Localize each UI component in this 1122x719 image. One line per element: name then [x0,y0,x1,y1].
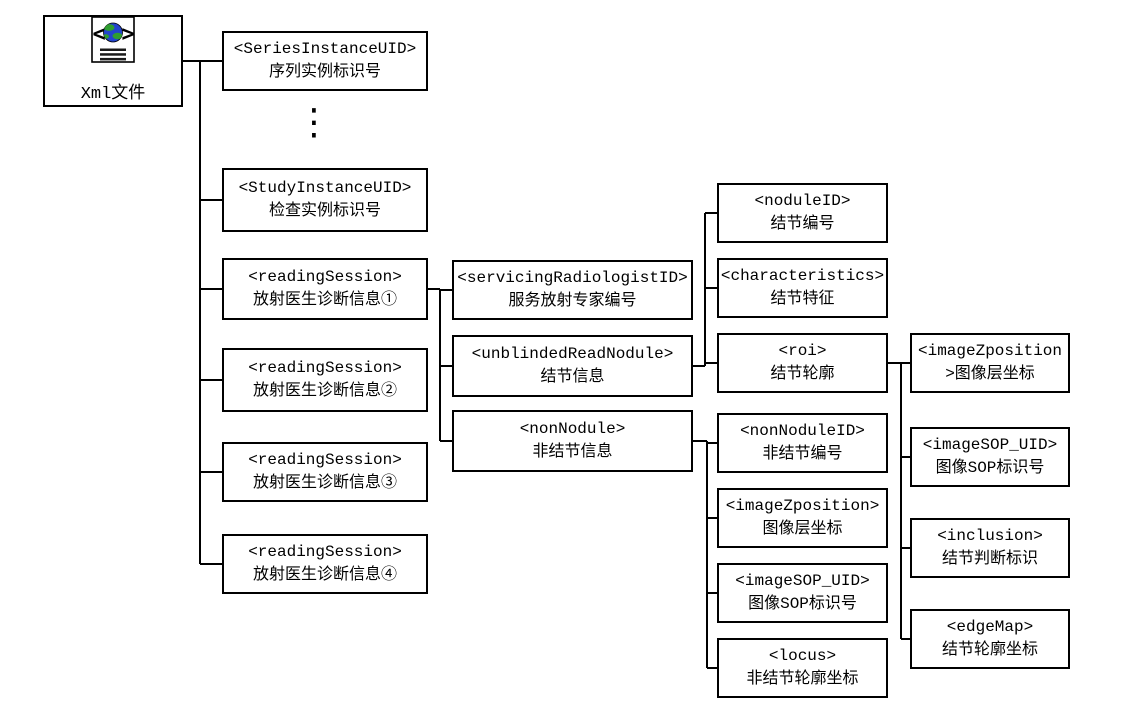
node-desc: 非结节信息 [532,443,613,461]
node-non-image-sop-uid: <imageSOP_UID> 图像SOP标识号 [717,563,888,623]
node-series-instance-uid: <SeriesInstanceUID> 序列实例标识号 [222,31,428,91]
node-tag: <edgeMap> [946,618,1034,636]
node-tag: <StudyInstanceUID> [238,179,412,197]
node-tag: <SeriesInstanceUID> [233,40,417,58]
node-desc: >图像层坐标 [945,365,1035,383]
node-desc: 服务放射专家编号 [508,292,637,310]
node-characteristics: <characteristics> 结节特征 [717,258,888,318]
node-tag: <characteristics> [720,267,885,285]
node-tag: <nonNodule> [519,420,626,438]
xml-file-icon: < > [91,16,135,71]
node-servicing-radiologist-id: <servicingRadiologistID> 服务放射专家编号 [452,260,693,320]
node-desc: 结节轮廓坐标 [941,641,1038,659]
node-tag: <readingSession> [248,268,402,286]
node-tag: <servicingRadiologistID> [457,269,688,287]
node-non-nodule: <nonNodule> 非结节信息 [452,410,693,472]
svg-text:<: < [93,22,106,47]
node-desc: 放射医生诊断信息① [252,291,397,309]
node-desc: 结节特征 [770,290,835,308]
node-tag: <imageZposition> [725,497,880,515]
node-edge-map: <edgeMap> 结节轮廓坐标 [910,609,1070,669]
node-tag: <imageZposition [917,342,1063,360]
node-tag: <unblindedReadNodule> [471,345,674,363]
svg-text:>: > [122,22,135,47]
node-desc: 图像层坐标 [762,520,843,538]
node-tag: <locus> [768,647,837,665]
node-desc: 结节信息 [540,368,605,386]
node-tag: <readingSession> [248,451,402,469]
node-desc: 检查实例标识号 [268,202,381,220]
node-non-nodule-id: <nonNoduleID> 非结节编号 [717,413,888,473]
node-desc: 非结节轮廓坐标 [746,670,859,688]
node-tag: <imageSOP_UID> [922,436,1058,454]
node-desc: 图像SOP标识号 [935,459,1045,477]
node-tag: <imageSOP_UID> [735,572,870,590]
node-desc: 放射医生诊断信息④ [252,566,397,584]
vertical-ellipsis: ⋮ [296,102,332,143]
node-desc: 非结节编号 [762,445,843,463]
node-tag: <readingSession> [248,359,402,377]
node-reading-session-1: <readingSession> 放射医生诊断信息① [222,258,428,320]
node-roi-image-z-position: <imageZposition >图像层坐标 [910,333,1070,393]
node-reading-session-3: <readingSession> 放射医生诊断信息③ [222,442,428,502]
node-locus: <locus> 非结节轮廓坐标 [717,638,888,698]
node-roi: <roi> 结节轮廓 [717,333,888,393]
node-tag: <readingSession> [248,543,402,561]
node-tag: <nonNoduleID> [740,422,865,440]
node-tag: <noduleID> [754,192,851,210]
node-unblinded-read-nodule: <unblindedReadNodule> 结节信息 [452,335,693,397]
node-tag: <inclusion> [937,527,1043,545]
node-nodule-id: <noduleID> 结节编号 [717,183,888,243]
node-desc: 图像SOP标识号 [748,595,857,613]
node-desc: 结节判断标识 [941,550,1038,568]
node-desc: 序列实例标识号 [268,63,381,81]
node-roi-image-sop-uid: <imageSOP_UID> 图像SOP标识号 [910,427,1070,487]
node-desc: 放射医生诊断信息③ [252,474,397,492]
node-inclusion: <inclusion> 结节判断标识 [910,518,1070,578]
node-desc: 结节编号 [770,215,835,233]
node-reading-session-4: <readingSession> 放射医生诊断信息④ [222,534,428,594]
node-desc: 放射医生诊断信息② [252,382,397,400]
node-study-instance-uid: <StudyInstanceUID> 检查实例标识号 [222,168,428,232]
node-xml-file: < > Xml文件 [43,15,183,107]
node-non-image-z-position: <imageZposition> 图像层坐标 [717,488,888,548]
node-tag: <roi> [778,342,827,360]
xml-file-label: Xml文件 [80,85,146,104]
node-reading-session-2: <readingSession> 放射医生诊断信息② [222,348,428,412]
node-desc: 结节轮廓 [770,365,835,383]
